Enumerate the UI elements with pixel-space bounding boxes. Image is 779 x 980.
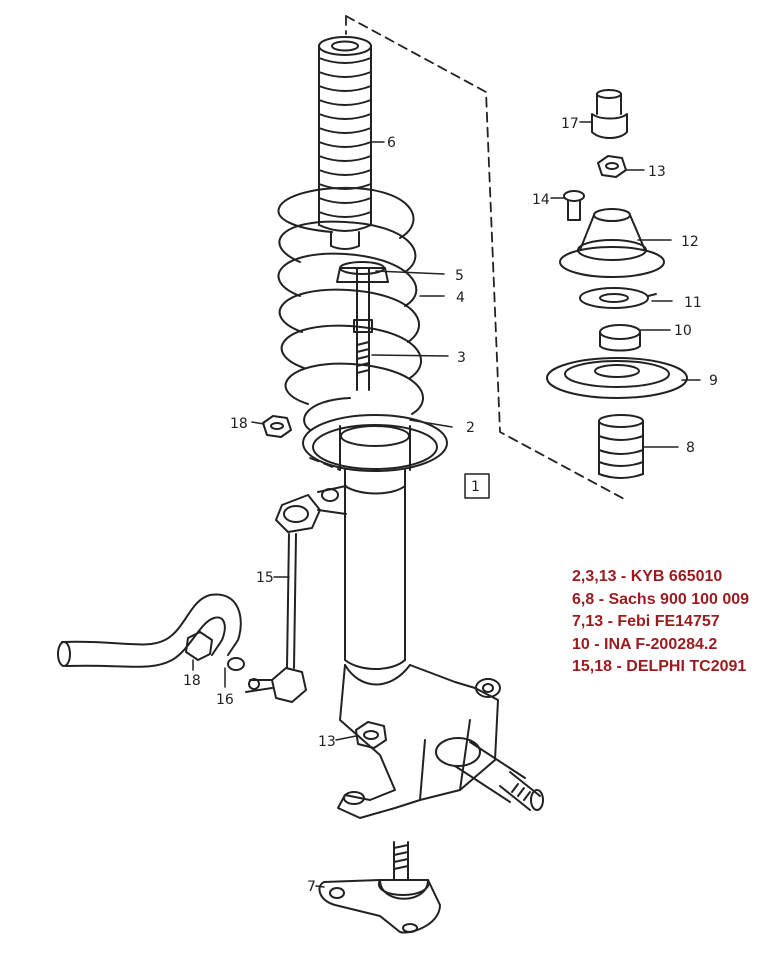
parts-list-item: 10 - INA F-200284.2 [572,635,718,653]
dust-boot [318,36,372,250]
stabilizer-bar [57,593,245,671]
spring-seat [302,414,448,472]
parts-list-item: 2,3,13 - KYB 665010 [572,568,723,585]
callout-4: 4 [456,290,465,306]
stub-axle [435,737,544,811]
callout-13-top: 13 [648,164,666,180]
washer-11 [579,287,657,309]
callout-1: 1 [471,479,480,495]
leader-lines [192,121,701,888]
parts-list-item: 6,8 - Sachs 900 100 009 [572,590,750,608]
callout-11: 11 [684,295,702,311]
callout-9: 9 [709,373,718,389]
strut-mount-12 [559,208,665,278]
seat-9 [546,357,688,399]
callout-14: 14 [532,192,550,208]
callout-5: 5 [455,268,464,284]
callout-8: 8 [686,440,695,456]
bolt-14 [563,190,585,221]
parts-list-item: 15,18 - DELPHI TC2091 [572,658,747,675]
callout-18-bottom: 18 [183,673,201,689]
parts-list-item: 7,13 - Febi FE14757 [572,613,720,630]
callout-13-side: 13 [318,734,336,750]
piston-rod [336,261,389,391]
stabilizer-link [245,494,321,703]
callout-12: 12 [681,234,699,250]
callout-18-top: 18 [230,416,248,432]
ball-joint [318,841,441,934]
cap-17 [591,89,628,139]
callout-7: 7 [307,879,316,895]
callout-10: 10 [674,323,692,339]
knuckle-nut [355,721,387,749]
strut-tube [317,469,406,670]
callout-17: 17 [561,116,579,132]
assembly-box [464,473,490,499]
nut-13-top [597,155,627,178]
callout-3: 3 [457,350,466,366]
coil-spring [277,186,424,431]
callout-15: 15 [256,570,274,586]
callout-16: 16 [216,692,234,708]
callout-2: 2 [466,420,475,436]
bearing-10 [599,324,641,352]
nut-18-top [262,415,292,438]
parts-list: 2,3,13 - KYB 665010 6,8 - Sachs 900 100 … [572,566,749,679]
bump-stop-8 [598,414,644,479]
callout-6: 6 [387,135,396,151]
steering-knuckle [337,664,501,819]
